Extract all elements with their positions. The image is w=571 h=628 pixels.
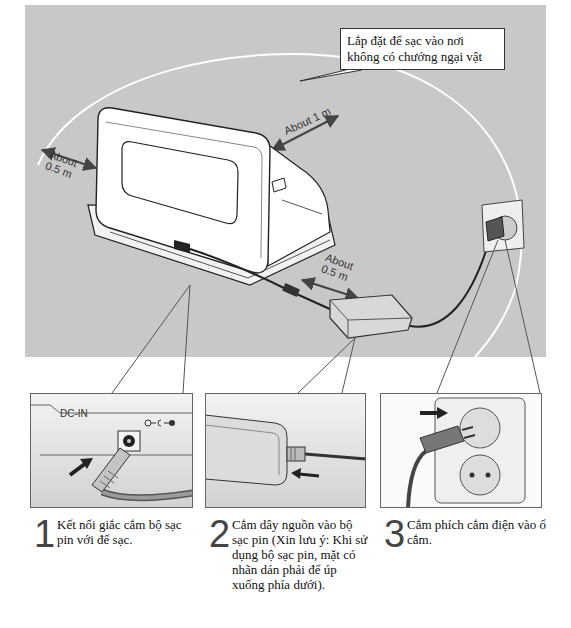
step-number: 3: [384, 515, 405, 553]
dock-groove: [282, 200, 322, 214]
dock-front: [96, 108, 270, 273]
step-text: Cắm phích cắm điện vào ổ cắm.: [407, 517, 547, 547]
insert-arrow: [291, 468, 301, 479]
polarity-symbol: [151, 420, 169, 426]
plug-prong: [462, 427, 475, 438]
step-panel: 3Cắm phích cắm điện vào ổ cắm.: [380, 393, 542, 508]
dc-cable: [190, 249, 332, 310]
insert-arrow: [299, 474, 319, 476]
insert-arrow: [70, 463, 86, 475]
wall-plug: [486, 217, 504, 241]
insert-arrow: [437, 407, 448, 419]
port-label: DC-IN: [60, 408, 100, 420]
step-panel: 2Cắm dây nguồn vào bộ sạc pin (Xin lưu ý…: [205, 393, 366, 508]
wall-outlet: [435, 398, 525, 503]
dock-side: [262, 140, 330, 266]
detail-adapter: [205, 393, 366, 508]
polarity-symbol: [169, 420, 175, 426]
outlet-socket: [460, 455, 500, 495]
dock-base-edge: [110, 232, 330, 278]
dc-cable: [102, 492, 193, 498]
power-cord: [305, 454, 366, 459]
leader-line: [437, 240, 540, 393]
wall-outlet: [482, 200, 524, 252]
adapter-edge: [330, 300, 412, 338]
step-text: Kết nối giắc cắm bộ sạc pin với đế sạc.: [57, 517, 193, 547]
callout-text: Lắp đặt để sạc vào nơi không có chướng n…: [347, 33, 498, 65]
plug-grip: [100, 471, 118, 488]
callout-box: Lắp đặt để sạc vào nơi không có chướng n…: [340, 28, 505, 70]
dock-window: [122, 142, 238, 224]
clearance-arc: [38, 54, 522, 357]
socket-hole: [470, 473, 475, 478]
panel-background: [380, 393, 542, 508]
step-number: 1: [34, 515, 55, 553]
dc-port-pin: [127, 439, 131, 443]
callout-pointer: [300, 70, 362, 81]
power-cord: [408, 451, 426, 508]
panel-background: [205, 393, 366, 508]
power-adapter: [330, 295, 412, 338]
polarity-symbol: [145, 420, 151, 426]
panel-background: [30, 393, 193, 508]
step-text: Cắm dây nguồn vào bộ sạc pin (Xin lưu ý:…: [232, 517, 372, 592]
step-number: 2: [209, 515, 230, 553]
detail-dc-jack: [30, 393, 193, 508]
scene-background: [25, 5, 546, 357]
detail-outlet: [380, 393, 542, 508]
plug-grip: [291, 447, 295, 461]
outlet-socket: [460, 408, 500, 448]
dock-bevel: [106, 122, 262, 258]
power-cord: [410, 238, 490, 327]
cord-plug: [287, 447, 305, 461]
leader-line: [298, 338, 355, 393]
insert-arrow: [80, 458, 93, 469]
dc-port-hole: [123, 435, 135, 447]
adapter-edge: [205, 425, 279, 475]
power-adapter: [205, 415, 287, 485]
dc-plug: [174, 240, 190, 253]
dc-port: [118, 431, 140, 451]
ferrite-core: [282, 283, 300, 297]
device-edge: [30, 405, 193, 413]
leader-line: [112, 285, 190, 393]
dc-plug: [92, 448, 130, 492]
socket-hole: [486, 473, 491, 478]
dock-sensor: [272, 178, 286, 192]
step-panel: 1Kết nối giắc cắm bộ sạc pin với đế sạc.: [30, 393, 193, 508]
wall-plug: [420, 426, 464, 453]
dc-cable: [102, 492, 193, 498]
